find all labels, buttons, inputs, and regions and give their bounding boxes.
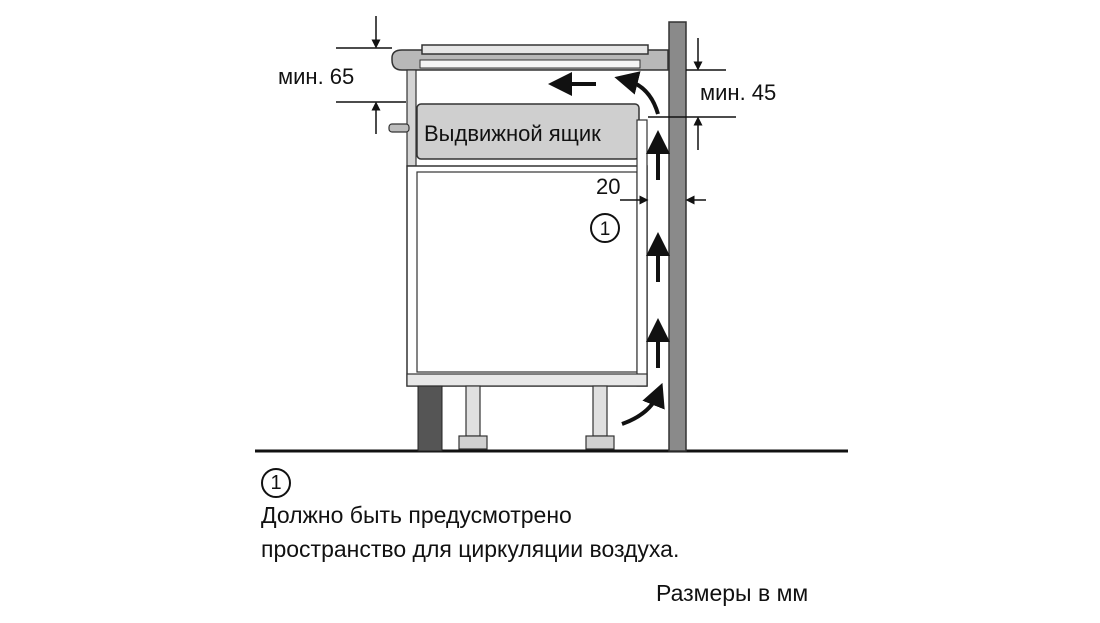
cabinet-inner [416,171,638,373]
dim45-label: мин. 45 [700,80,776,105]
airflow-arrow-top-curve [614,71,660,115]
note-marker: 1 [261,468,291,498]
cabinet-handle [388,123,410,133]
marker-number: 1 [600,219,611,240]
leg-left [465,385,481,437]
marker-circle [590,213,620,243]
dim65-label: мин. 65 [278,64,354,89]
note-line-2: пространство для циркуляции воздуха. [261,536,680,562]
units-caption: Размеры в мм [656,580,809,606]
cabinet-side-upper [406,69,417,167]
leg-foot-left [458,435,488,450]
leg-right [592,385,608,437]
note: 1 Должно быть предусмотрено пространство… [261,464,679,566]
plinth [417,385,443,452]
dim20-label: 20 [596,174,620,199]
drawer-label: Выдвижной ящик [424,121,601,146]
airflow-arrow-bottom [621,382,665,426]
leg-foot-right [585,435,615,450]
hob-glass [421,44,649,55]
hob-body [419,59,641,69]
note-line-1: Должно быть предусмотрено [261,502,572,528]
wall [668,21,687,452]
cabinet-back-panel [636,119,648,387]
cabinet-bottom [406,373,648,387]
